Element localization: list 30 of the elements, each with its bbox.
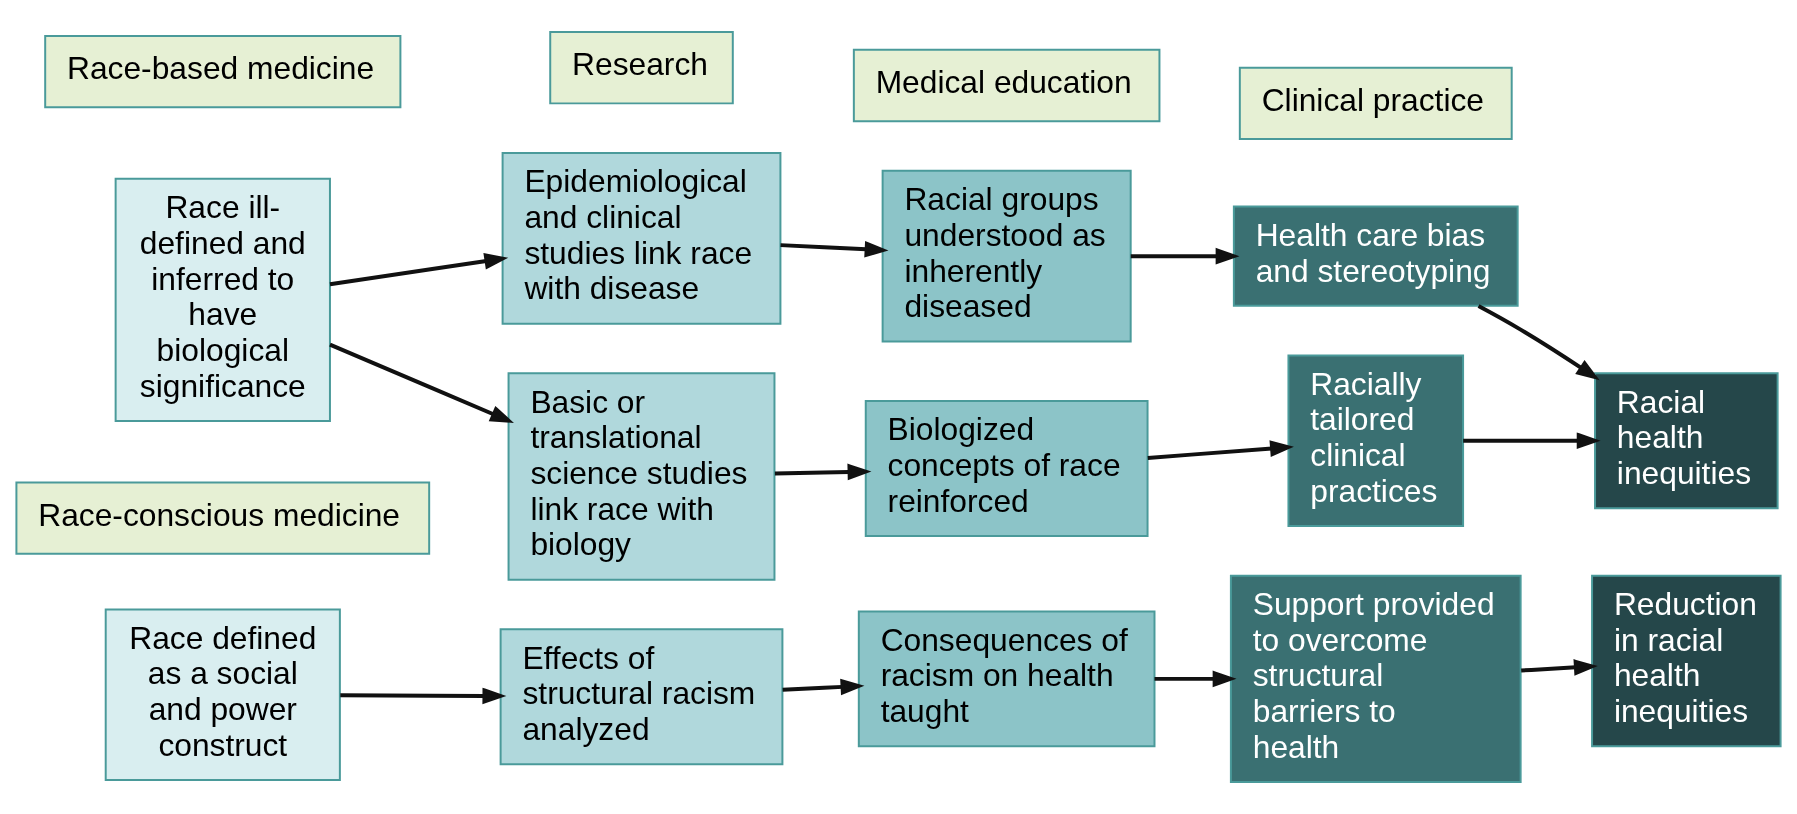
arrow	[1463, 432, 1601, 450]
node-box: Racially tailored clinical practices	[1287, 354, 1465, 528]
node-box: Health care bias and stereotyping	[1232, 205, 1519, 307]
arrow	[1521, 659, 1598, 676]
node-box: Basic or translational science studies link race with biology	[507, 372, 776, 581]
node-box: Consequences of racism on health taught	[857, 610, 1156, 748]
node-box: Biologized concepts of race reinforced	[864, 400, 1149, 537]
arrow	[1130, 247, 1240, 265]
node-box: Support provided to overcome structural barriers to health	[1229, 574, 1522, 784]
arrow	[782, 678, 865, 696]
node-box: Medical education	[852, 48, 1161, 123]
arrow	[780, 240, 889, 258]
arrow	[1147, 440, 1294, 460]
arrow	[1477, 304, 1600, 381]
arrow	[329, 253, 509, 287]
node-box: Effects of structural racism analyzed	[499, 628, 784, 766]
arrow	[774, 463, 872, 481]
node-box: Epidemiological and clinical studies link race with disease	[501, 152, 782, 325]
node-box: Racial groups understood as inherently diseased	[881, 169, 1132, 343]
node-box: Race-based medicine	[44, 34, 402, 109]
node-box: Clinical practice	[1238, 66, 1513, 141]
arrow	[1154, 670, 1237, 688]
node-box: Race-conscious medicine	[15, 481, 431, 555]
node-box: Race defined as a social and power construct	[104, 608, 341, 782]
arrow	[340, 687, 507, 705]
node-box: Reduction in racial health inequities	[1591, 574, 1782, 748]
node-box: Race ill-defined and inferred to have biological significance	[114, 177, 331, 422]
node-box: Racial health inequities	[1594, 372, 1779, 510]
node-box: Research	[549, 30, 734, 105]
arrow	[329, 342, 514, 423]
